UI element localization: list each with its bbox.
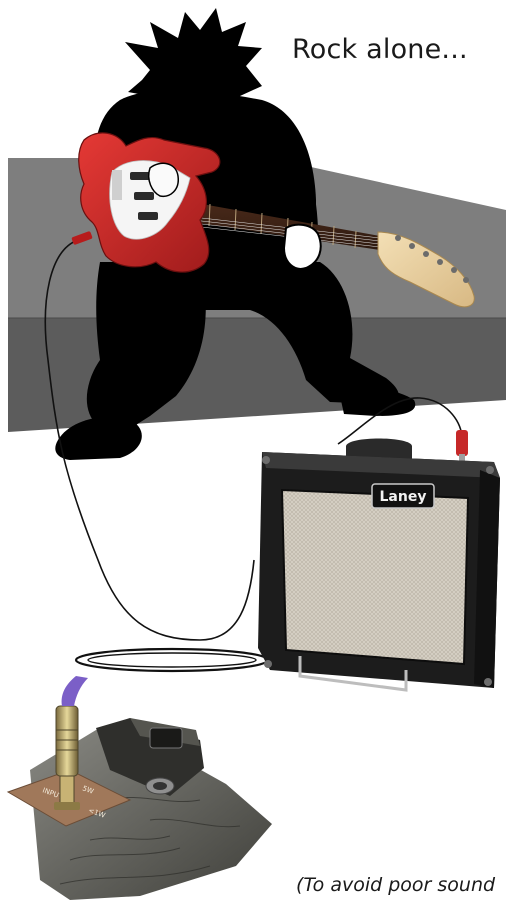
caption: (To avoid poor sound (296, 874, 495, 896)
amp-grille (282, 490, 468, 664)
jack-plug-body (56, 706, 78, 776)
amplifier: Laney (258, 439, 500, 691)
fretting-hand (284, 225, 321, 269)
amp-brand-logo: Laney (380, 489, 427, 505)
headline: Rock alone... (292, 34, 468, 65)
bench-front (8, 318, 506, 432)
purple-cable (62, 676, 88, 706)
input-jack-closeup: INPUT 5W <1W (8, 676, 272, 900)
